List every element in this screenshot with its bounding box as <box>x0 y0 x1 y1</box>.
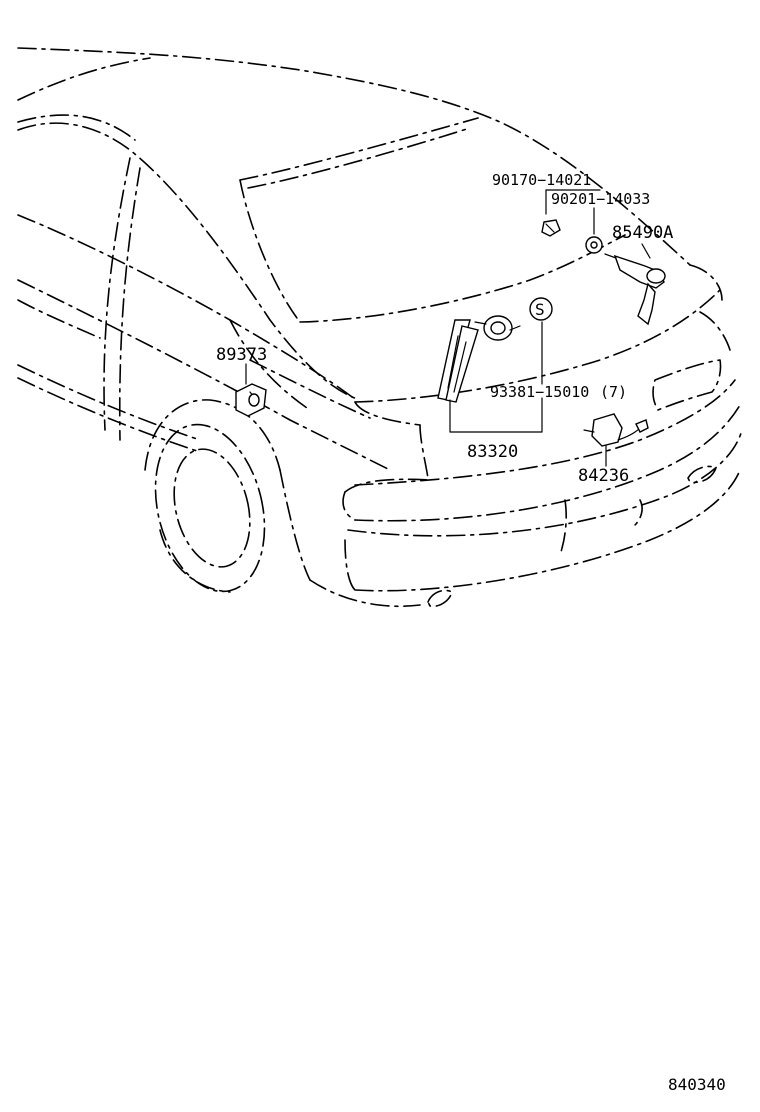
symbol-s-label: S <box>535 300 545 319</box>
leader-lines <box>245 189 651 467</box>
part-89373-sensor <box>235 383 267 417</box>
callout-90201-14033: 90201−14033 <box>551 190 650 208</box>
part-85490A-motor <box>604 253 666 326</box>
callout-83320: 83320 <box>467 442 518 462</box>
symbol-s-circle: S <box>529 297 553 321</box>
part-90201-washer <box>585 236 603 254</box>
car-body-outline <box>17 47 743 608</box>
callout-93381-15010: 93381−15010 <box>490 383 589 401</box>
callout-84236: 84236 <box>578 466 629 486</box>
callout-85490A: 85490A <box>612 223 673 243</box>
callout-89373: 89373 <box>216 345 267 365</box>
part-83320-antenna <box>437 315 521 403</box>
part-90170-nut <box>541 219 561 237</box>
part-84236-switch <box>583 413 649 447</box>
callout-qty-7: (7) <box>600 383 627 401</box>
figure-code: 840340 <box>668 1075 726 1094</box>
callout-90170-14021: 90170−14021 <box>492 171 591 189</box>
